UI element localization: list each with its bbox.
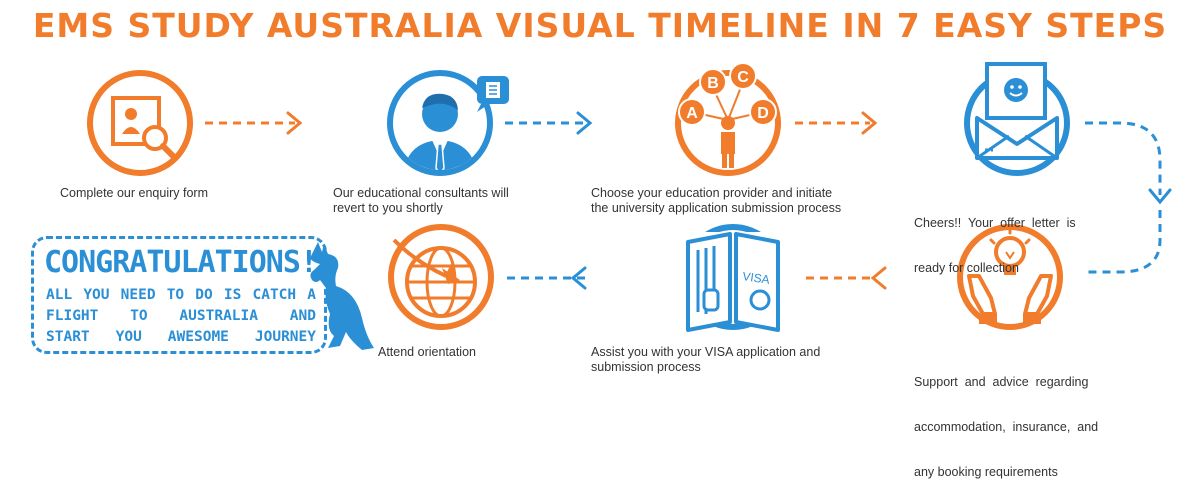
badge-d: D — [757, 105, 769, 122]
timeline-connectors — [205, 111, 1172, 290]
support-advice-icon — [957, 224, 1063, 330]
enquiry-form-icon — [87, 70, 193, 176]
visa-passport-icon: VISA — [678, 224, 788, 332]
step-2-caption: Our educational consultants will revert … — [333, 186, 509, 215]
step-4-caption: Cheers!! Your offer letter is ready for … — [914, 216, 1076, 275]
step-5-caption: Support and advice regarding accommodati… — [914, 375, 1099, 479]
badge-c: C — [737, 69, 749, 86]
badge-a: A — [686, 105, 698, 122]
step-3-caption: Choose your education provider and initi… — [591, 186, 842, 215]
step-7-caption: Attend orientation — [378, 345, 476, 359]
option-badges — [678, 62, 777, 126]
page-title: EMS STUDY AUSTRALIA VISUAL TIMELINE IN 7… — [32, 6, 1168, 45]
step-1-caption: Complete our enquiry form — [60, 186, 208, 200]
orientation-flight-icon — [388, 224, 494, 330]
congratulations-box: Congratulations! All you need to do is c… — [31, 236, 327, 354]
visa-label: VISA — [742, 269, 771, 287]
offer-letter-icon — [964, 62, 1070, 176]
choose-provider-icon: A B C D — [675, 62, 781, 176]
consultant-icon — [387, 70, 509, 176]
congratulations-heading: Congratulations! — [44, 245, 318, 280]
step-6-caption: Assist you with your VISA application an… — [591, 345, 821, 374]
congratulations-message: All you need to do is catch a flight to … — [46, 287, 316, 345]
badge-b: B — [707, 75, 719, 92]
kangaroo-icon — [310, 242, 374, 350]
